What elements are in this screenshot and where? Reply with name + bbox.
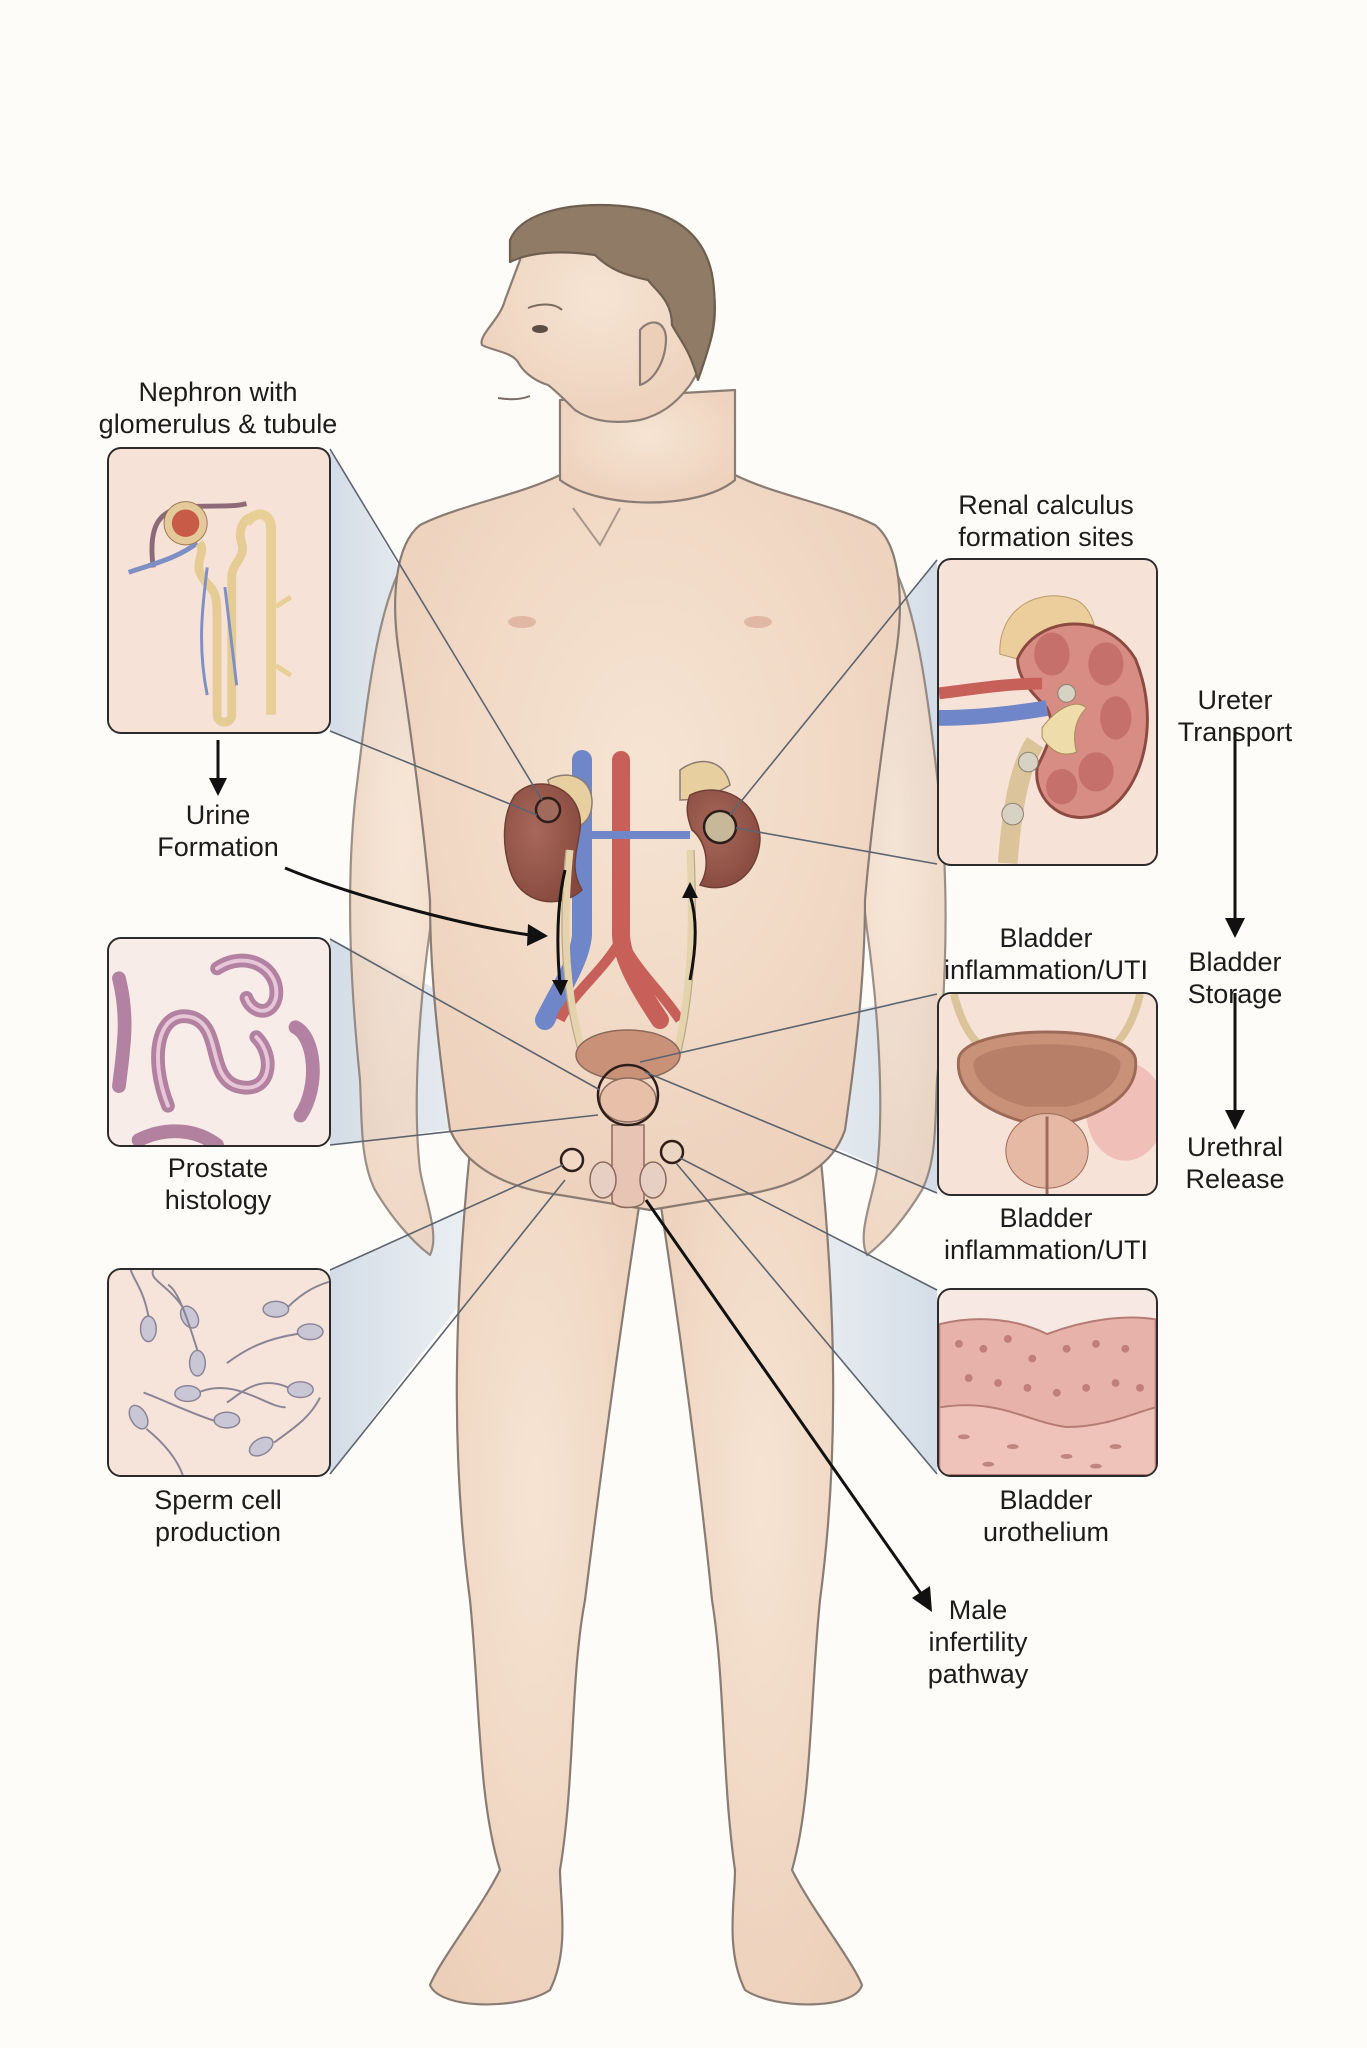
urothelium-caption: Bladder urothelium <box>982 1485 1110 1547</box>
bladder-illustration <box>939 994 1156 1194</box>
arrowheads <box>209 778 1245 1612</box>
urothelium-illustration <box>939 1290 1156 1475</box>
callout-lines <box>329 448 938 1475</box>
prostate-caption: Prostate histology <box>164 1153 272 1215</box>
nephron-title: Nephron with glomerulus & tubule <box>98 377 338 439</box>
prostate-histology-panel <box>107 937 331 1147</box>
nephron-illustration <box>109 449 329 732</box>
flow-step-bladder-storage: Bladder Storage <box>1187 947 1283 1009</box>
bladder-organ <box>575 1029 681 1209</box>
renal-calculus-title: Renal calculus formation sites <box>958 490 1134 552</box>
kidneys <box>503 760 761 903</box>
bladder-uti-panel <box>937 992 1158 1196</box>
bladder-uti-title: Bladder inflammation/UTI <box>943 923 1149 985</box>
male-infertility-label: Male infertility pathway <box>927 1595 1029 1689</box>
flow-step-urethral-release: Urethral Release <box>1185 1132 1285 1194</box>
sperm-caption: Sperm cell production <box>154 1485 282 1547</box>
prostate-histology-illustration <box>109 939 329 1145</box>
flow-step-ureter-transport: Ureter Transport <box>1177 685 1293 747</box>
chest-details <box>508 616 772 628</box>
urine-formation-label: Urine Formation <box>157 800 279 862</box>
sperm-illustration <box>109 1270 329 1475</box>
flow-arrows <box>216 728 1237 1596</box>
urothelium-panel <box>937 1288 1158 1477</box>
face-details <box>497 303 621 547</box>
sperm-panel <box>107 1268 331 1477</box>
nephron-panel <box>107 447 331 734</box>
renal-calculus-panel <box>937 558 1158 866</box>
kidney-cross-section-illustration <box>939 560 1156 864</box>
callout-markers <box>534 796 738 1173</box>
bladder-uti-caption: Bladder inflammation/UTI <box>943 1203 1149 1265</box>
ureters <box>562 849 695 1062</box>
